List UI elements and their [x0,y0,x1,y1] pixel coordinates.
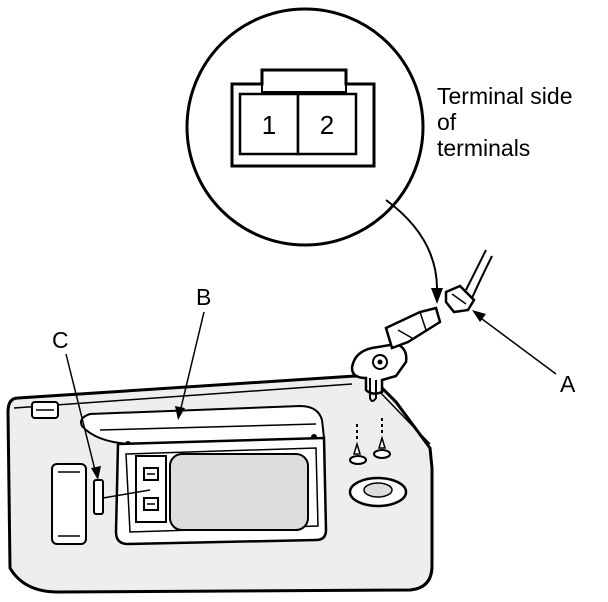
terminal-side-caption-line-2: of [437,109,457,135]
visor-screw-left [349,424,367,465]
visor-screw-right [373,418,391,459]
visor-mount-cover [348,476,408,508]
leader-b [179,311,205,413]
visor-pivot-rod [375,387,431,445]
visor-switch-c-wire [102,489,151,499]
label-c: C [52,327,69,353]
harness-connector-a [444,249,493,314]
leader-c-arrowhead [91,466,101,480]
visor-mount-assembly [348,249,493,508]
visor-harness-socket [384,306,442,350]
leader-c [65,353,97,475]
vanity-light-housing [135,455,167,523]
visor-harness-socket-face [419,311,427,331]
leader-b-arrowhead [175,406,185,420]
label-a: A [560,371,576,397]
terminal-side-caption-line-3: terminals [437,135,530,161]
visor-panel-edge [13,383,353,409]
mirror-frame-inner [125,447,319,533]
callout-leader-arrowhead [431,288,443,304]
label-b: B [196,284,211,310]
pin-number-1: 1 [262,110,276,140]
leader-a [477,315,557,375]
mirror-cover-hinge [99,423,317,431]
visor-harness-wire [369,378,377,402]
mirror-glass [169,453,309,531]
connector-callout: 1 2 [185,7,425,247]
visor-harness-socket-rib [397,329,413,339]
terminal-cavity-2 [296,92,358,156]
visor-switch-c [93,479,104,515]
sun-visor [6,374,434,594]
callout-leader-line [385,199,439,293]
pin-number-2: 2 [320,110,334,140]
leader-a-arrowhead [472,310,486,322]
connector-latch [261,84,347,93]
terminal-side-caption-line-1: Terminal side [437,83,573,109]
visor-card-holder [51,463,87,545]
visor-mount-hole-center [377,359,383,365]
